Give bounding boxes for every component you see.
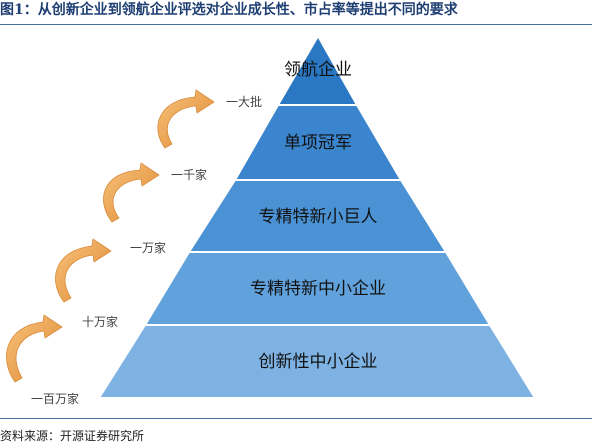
count-label-4: 十万家 [82,314,118,329]
title-divider [0,24,592,25]
count-label-3: 一万家 [130,240,166,255]
count-label-2: 一千家 [171,167,207,182]
pyramid-level-5 [97,324,537,399]
curved-arrow-icon [157,89,215,149]
figure-title: 图1：从创新企业到领航企业评选对企业成长性、市占率等提出不同的要求 [0,2,458,18]
curved-arrow-icon [6,314,63,383]
level-label-3: 专精特新小巨人 [259,207,378,227]
level-label-2: 单项冠军 [284,133,352,153]
count-label-5: 一百万家 [31,391,79,406]
count-label-1: 一大批 [226,94,262,109]
source-divider [0,418,592,419]
figure-source: 资料来源：开源证券研究所 [0,429,145,443]
curved-arrow-icon [103,162,160,223]
curved-arrow-icon [55,238,112,303]
level-label-5: 创新性中小企业 [259,352,378,372]
level-label-4: 专精特新中小企业 [250,279,386,299]
level-label-1: 领航企业 [284,60,352,80]
